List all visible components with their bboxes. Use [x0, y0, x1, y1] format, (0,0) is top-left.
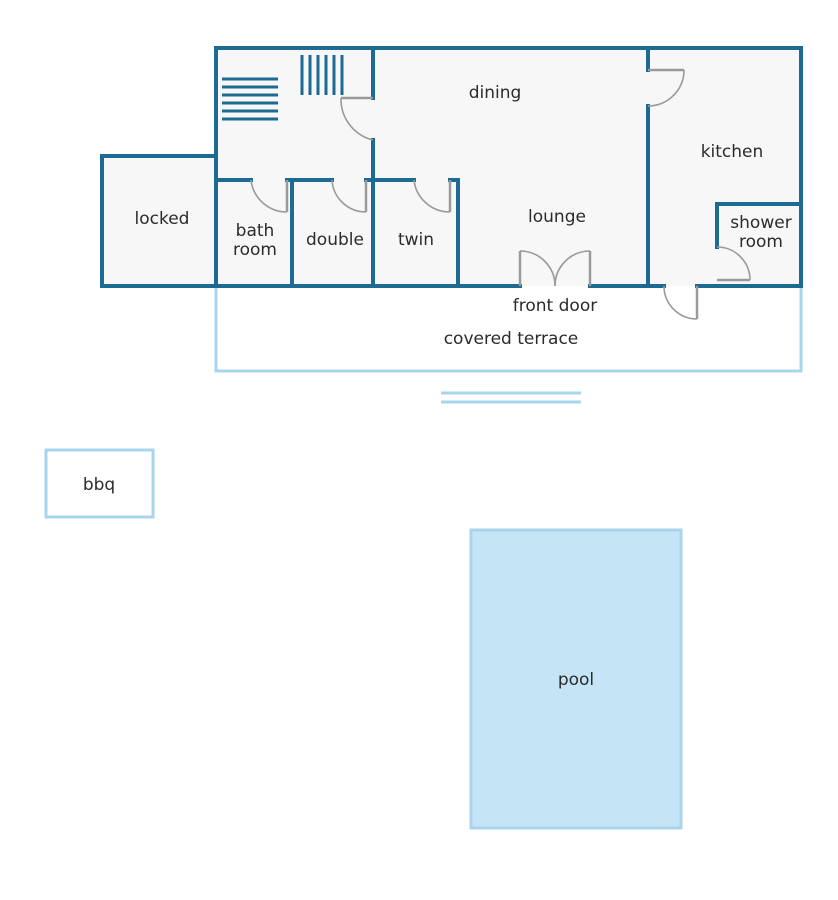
label-kitchen: kitchen: [701, 142, 764, 162]
bbq-area: [44, 448, 155, 519]
front-door-double: [518, 250, 592, 287]
door-twin: [413, 179, 452, 213]
label-dining: dining: [469, 83, 522, 103]
walls: [100, 46, 803, 288]
label-covered-terrace: covered terrace: [444, 329, 579, 349]
door-double: [331, 179, 368, 213]
label-double: double: [306, 230, 364, 250]
label-lounge: lounge: [528, 207, 586, 227]
building-floor: [102, 48, 801, 286]
door-stair-to-dining: [340, 96, 374, 141]
label-shower-line2: room: [739, 232, 783, 252]
door-bathroom: [250, 179, 289, 213]
label-pool: pool: [558, 670, 594, 690]
terrace-steps: [441, 391, 581, 404]
covered-terrace: [214, 286, 803, 373]
label-bathroom-line1: bath: [236, 221, 275, 241]
door-kitchen: [647, 68, 685, 107]
door-kitchen-exterior: [663, 285, 699, 320]
label-shower-line1: shower: [730, 213, 791, 233]
pool-area: [469, 528, 683, 830]
staircase: [222, 55, 344, 121]
label-front-door: front door: [513, 296, 597, 316]
label-locked: locked: [135, 209, 190, 229]
label-twin: twin: [398, 230, 434, 250]
label-bathroom-line2: room: [233, 240, 277, 260]
door-shower: [716, 246, 751, 282]
label-bbq: bbq: [83, 475, 115, 495]
